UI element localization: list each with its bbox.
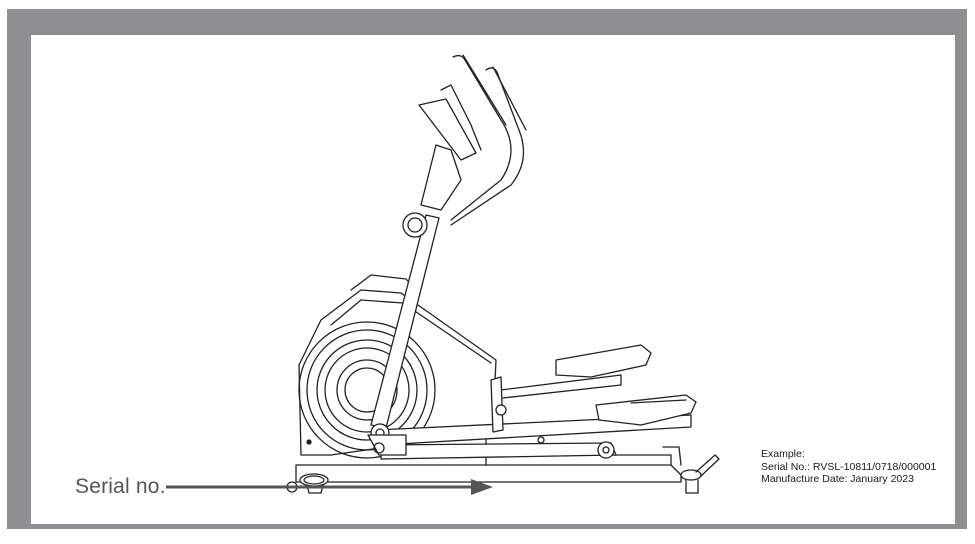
elliptical-trainer-drawing (286, 54, 720, 494)
mast (367, 212, 440, 456)
example-date: Manufacture Date: January 2023 (761, 473, 914, 485)
serial-arrow (166, 479, 493, 495)
handlebars (450, 54, 527, 226)
adjuster (490, 376, 545, 444)
pedals (555, 344, 697, 426)
example-serial: Serial No.: RVSL-10811/0718/000001 (761, 460, 937, 473)
serial-example-box: Example: Serial No.: RVSL-10811/0718/000… (761, 448, 936, 486)
console (418, 84, 482, 211)
example-heading: Example: (761, 448, 805, 460)
diagram-panel: Serial no. Example: Serial No.: RVSL-108… (31, 35, 955, 524)
pedal-arms (375, 374, 692, 460)
diagram-frame: Serial no. Example: Serial No.: RVSL-108… (7, 9, 967, 529)
serial-number-label: Serial no. (75, 475, 166, 498)
base-rail (295, 439, 682, 483)
rear-stabilizer (680, 454, 720, 494)
